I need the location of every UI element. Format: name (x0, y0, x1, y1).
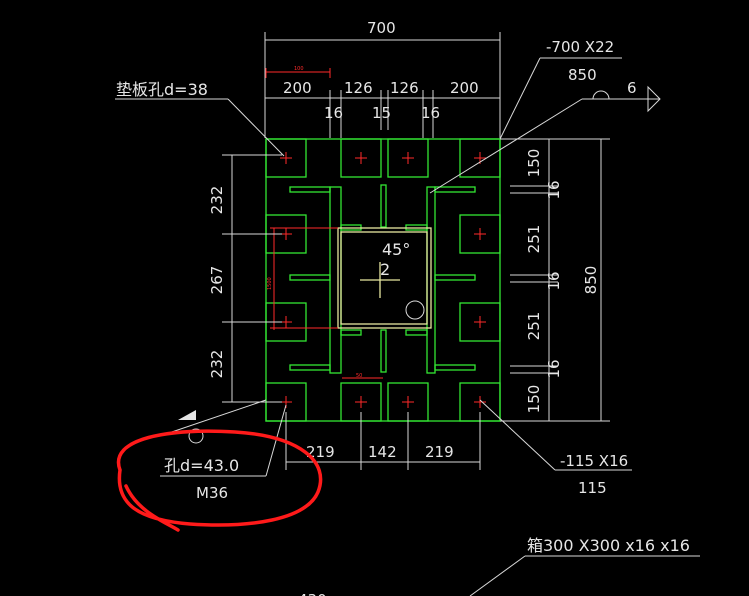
plate-spec-sub: 850 (568, 66, 597, 84)
right-dimension-lines (500, 138, 610, 422)
dim-top-seg-4: 200 (450, 79, 479, 97)
dim-top-gap-2: 15 (372, 104, 391, 122)
dim-top-seg-2: 126 (344, 79, 373, 97)
dim-bottom-seg-1: 219 (306, 443, 335, 461)
red-dim-top-label: 100 (294, 66, 304, 72)
pad-hole-label: 垫板孔d=38 (116, 80, 208, 99)
dim-top-seg-3: 126 (390, 79, 419, 97)
left-dimension-lines (222, 154, 282, 403)
dim-top-gap-1: 16 (324, 104, 343, 122)
base-plate (265, 138, 501, 422)
dim-right-seg-2: 16 (545, 180, 563, 199)
top-dimension-lines (264, 32, 501, 138)
hole-label: 孔d=43.0 (164, 456, 239, 475)
bottom-cut-label: 430 (298, 591, 327, 596)
dim-right-seg-7: 150 (525, 385, 543, 414)
dim-right-seg-3: 251 (525, 225, 543, 254)
dim-right-seg-5: 251 (525, 312, 543, 341)
stiffener-sub: 115 (578, 479, 607, 497)
view-arrow-icon (178, 410, 196, 420)
dim-bottom-seg-3: 219 (425, 443, 454, 461)
dim-left-seg-1: 232 (208, 186, 226, 215)
dim-right-seg-6: 16 (545, 359, 563, 378)
dim-bottom-seg-2: 142 (368, 443, 397, 461)
red-dim-left-label: 1500 (267, 277, 273, 290)
dim-top-gap-3: 16 (421, 104, 440, 122)
dim-right-total: 850 (582, 266, 600, 295)
dim-right-seg-4: 16 (545, 271, 563, 290)
section-symbol (405, 300, 425, 320)
weld-size-label: 6 (627, 79, 637, 97)
dim-left-seg-3: 232 (208, 350, 226, 379)
red-dim-mid-label: 50 (356, 373, 362, 379)
bolt-label: M36 (196, 484, 228, 502)
section-mark: 2 (380, 260, 390, 279)
dim-top-total: 700 (367, 19, 396, 37)
dim-left-seg-2: 267 (208, 266, 226, 295)
box-section-label: 箱300 X300 x16 x16 (527, 536, 690, 555)
red-dim-top (265, 68, 331, 78)
leader-lines (115, 57, 700, 596)
dim-right-seg-1: 150 (525, 149, 543, 178)
column-section (337, 227, 432, 329)
bolt-marker-circle (188, 428, 204, 444)
angle-label: 45° (382, 240, 410, 259)
bolt-centers (270, 152, 486, 408)
stiffener-label: -115 X16 (560, 452, 628, 470)
plate-spec-label: -700 X22 (546, 38, 614, 56)
dim-top-seg-1: 200 (283, 79, 312, 97)
highlight-circle (116, 429, 323, 532)
